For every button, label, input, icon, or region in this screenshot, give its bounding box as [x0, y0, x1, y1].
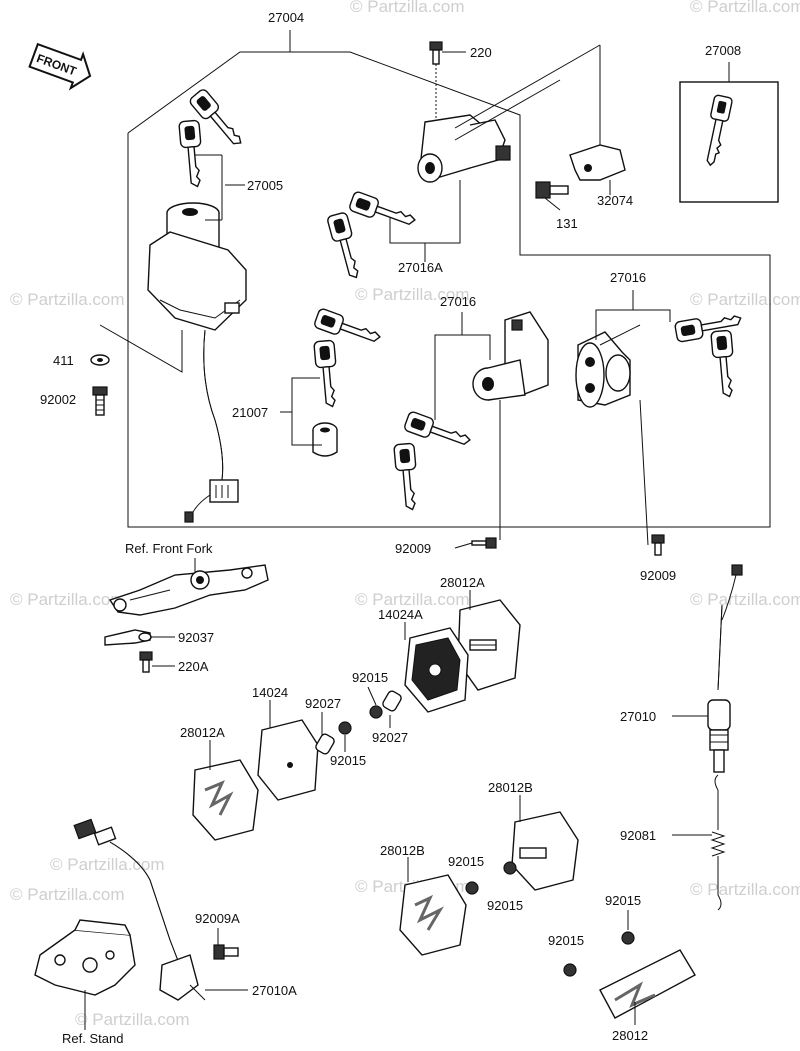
helmet-lock-27016-mid: [472, 311, 549, 401]
watermark: © Partzilla.com: [10, 885, 125, 904]
label-27010: 27010: [620, 709, 656, 724]
screw-92009-left: [471, 537, 497, 549]
reflector-28012A-upper: [457, 599, 521, 691]
reflector-28012: [599, 949, 696, 1019]
watermark: © Partzilla.com: [690, 880, 800, 899]
lock-27016A: [417, 114, 511, 183]
front-fork-bracket: [108, 564, 269, 616]
ignition-keys: [178, 89, 242, 188]
label-27010A: 27010A: [252, 983, 297, 998]
lock-keys-27016A: [327, 191, 416, 279]
watermark: © Partzilla.com: [75, 1010, 190, 1029]
label-14024A: 14024A: [378, 607, 423, 622]
watermark: © Partzilla.com: [690, 290, 800, 309]
front-arrow-icon: FRONT: [28, 42, 92, 91]
nut-92015-lower-b: [503, 861, 517, 875]
label-131: 131: [556, 216, 578, 231]
label-27004: 27004: [268, 10, 304, 25]
reflector-28012A-lower: [192, 759, 259, 841]
label-27005: 27005: [247, 178, 283, 193]
label-27016A: 27016A: [398, 260, 443, 275]
assembly-outline: [127, 51, 771, 528]
label-92002: 92002: [40, 392, 76, 407]
spacer-92027-upper: [382, 690, 402, 712]
label-28012A-lower: 28012A: [180, 725, 225, 740]
nut-92015-bottom-a: [621, 931, 635, 945]
part-labels: 27004 220 27008 27005 32074 131 27016A 2…: [40, 10, 741, 1046]
reflector-28012B-left: [399, 874, 467, 956]
label-92027-upper: 92027: [372, 730, 408, 745]
label-92009A: 92009A: [195, 911, 240, 926]
watermark: © Partzilla.com: [690, 590, 800, 609]
helmet-lock-27016-right: [575, 331, 631, 408]
label-92015-lower-a: 92015: [448, 854, 484, 869]
watermark: © Partzilla.com: [690, 0, 800, 16]
helmet-lock-keys-mid: [393, 411, 471, 511]
clamp-92037: [104, 629, 152, 646]
label-28012A-upper: 28012A: [440, 575, 485, 590]
label-92015-bottom-a: 92015: [605, 893, 641, 908]
bolt-92002: [92, 386, 108, 416]
label-411: 411: [53, 353, 74, 368]
screw-92009-right: [651, 534, 665, 556]
label-92015-lower-b: 92015: [487, 898, 523, 913]
screw-220A: [139, 651, 153, 673]
label-28012B-left: 28012B: [380, 843, 425, 858]
lock-keys-21007: [313, 308, 381, 408]
watermark: © Partzilla.com: [355, 285, 470, 304]
label-14024: 14024: [252, 685, 288, 700]
label-92009-right: 92009: [640, 568, 676, 583]
key-icon: [706, 94, 733, 167]
screw-220: [429, 41, 443, 65]
bracket-32074: [569, 144, 626, 181]
label-27008: 27008: [705, 43, 741, 58]
label-220A: 220A: [178, 659, 209, 674]
reflector-28012B-right: [511, 811, 579, 891]
label-92037: 92037: [178, 630, 214, 645]
label-220: 220: [470, 45, 492, 60]
lock-cylinder-21007: [312, 422, 338, 457]
label-92015-upper: 92015: [352, 670, 388, 685]
label-27016-mid: 27016: [440, 294, 476, 309]
label-ref-front-fork: Ref. Front Fork: [125, 541, 213, 556]
bolt-131: [535, 181, 569, 199]
label-92015-bottom-b: 92015: [548, 933, 584, 948]
label-32074: 32074: [597, 193, 633, 208]
helmet-lock-keys-right: [674, 315, 742, 398]
nut-92015-upper: [369, 705, 383, 719]
nut-92015-bottom-b: [563, 963, 577, 977]
label-27016-right: 27016: [610, 270, 646, 285]
stand-bracket: [34, 919, 136, 996]
watermark: © Partzilla.com: [10, 590, 125, 609]
spring-92081: [710, 774, 726, 911]
nut-92015-lower-a: [465, 881, 479, 895]
label-ref-stand: Ref. Stand: [62, 1031, 123, 1046]
switch-27010: [707, 564, 743, 773]
bolt-92009A: [213, 944, 239, 960]
label-28012B-right: 28012B: [488, 780, 533, 795]
label-28012: 28012: [612, 1028, 648, 1043]
nut-92015-mid: [338, 721, 352, 735]
ignition-switch: [147, 202, 247, 523]
reflector-14024: [257, 719, 319, 801]
spacer-92027-lower: [315, 733, 335, 755]
watermark: © Partzilla.com: [10, 290, 125, 309]
label-21007: 21007: [232, 405, 268, 420]
switch-27010A: [73, 818, 206, 1001]
reflector-14024A: [404, 627, 469, 713]
watermark: © Partzilla.com: [355, 590, 470, 609]
watermark: © Partzilla.com: [350, 0, 465, 16]
watermark: © Partzilla.com: [50, 855, 165, 874]
label-92027-lower: 92027: [305, 696, 341, 711]
label-92015-mid: 92015: [330, 753, 366, 768]
label-92081: 92081: [620, 828, 656, 843]
label-92009-left: 92009: [395, 541, 431, 556]
